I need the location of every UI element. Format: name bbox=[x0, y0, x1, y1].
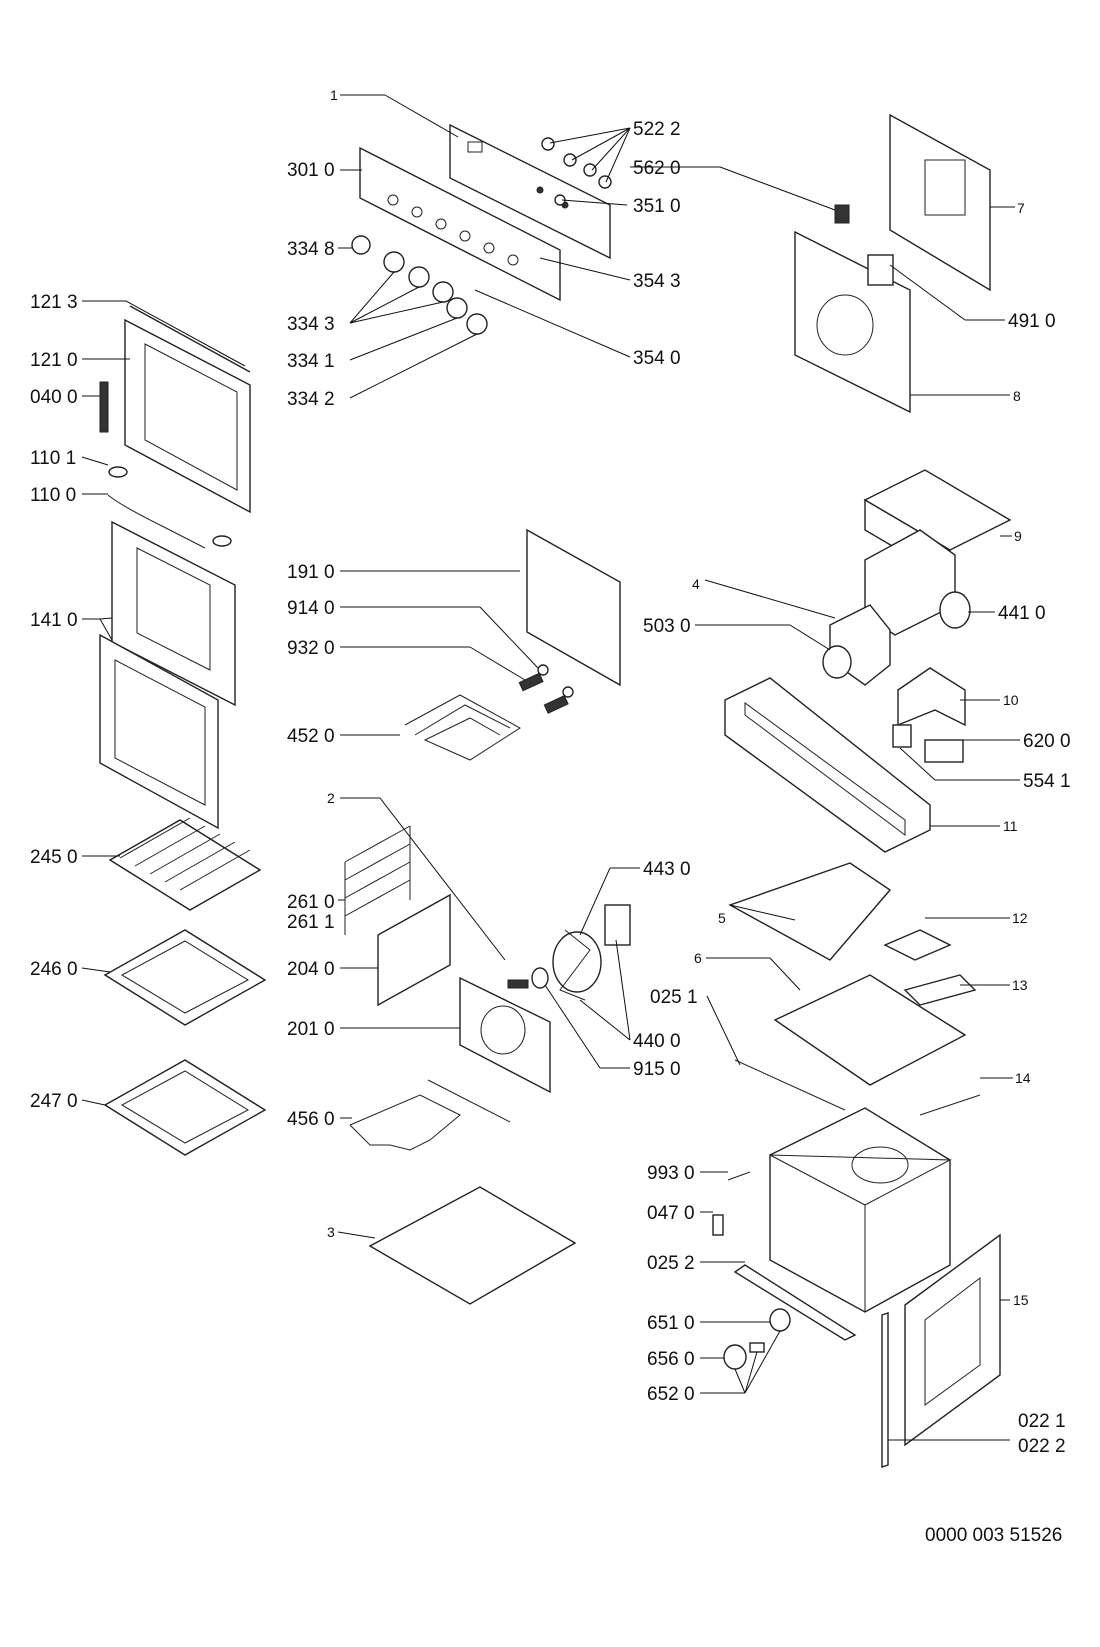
label-334-3: 334 3 bbox=[287, 314, 335, 335]
label-13: 13 bbox=[1012, 977, 1028, 993]
bottom-element bbox=[349, 1079, 511, 1151]
control-panel-frame bbox=[449, 123, 611, 260]
label-334-1: 334 1 bbox=[287, 351, 335, 372]
label-8: 8 bbox=[1013, 388, 1021, 404]
label-11: 11 bbox=[1003, 818, 1018, 834]
shelf-supports bbox=[344, 825, 411, 935]
oven-cavity bbox=[769, 1107, 952, 1313]
label-022-1: 022 1 bbox=[1018, 1411, 1066, 1432]
side-panel bbox=[904, 1233, 1001, 1447]
label-141-0: 141 0 bbox=[30, 610, 78, 631]
door-glass-panels bbox=[99, 520, 236, 830]
front-frame bbox=[724, 677, 931, 853]
terminal-bracket bbox=[897, 667, 966, 727]
cooling-duct bbox=[863, 469, 1012, 636]
switches bbox=[541, 137, 612, 206]
side-rail-lower bbox=[733, 1264, 857, 1341]
rear-panel bbox=[794, 204, 911, 414]
label-440-0: 440 0 bbox=[633, 1031, 681, 1052]
leader-lines bbox=[81, 94, 1020, 1441]
label-993-0: 993 0 bbox=[647, 1163, 695, 1184]
label-452-0: 452 0 bbox=[287, 726, 335, 747]
label-110-1: 110 1 bbox=[30, 448, 76, 469]
label-022-2: 022 2 bbox=[1018, 1436, 1066, 1457]
terminal-block bbox=[892, 724, 964, 763]
label-247-0: 247 0 bbox=[30, 1091, 78, 1112]
drip-pan bbox=[103, 1059, 267, 1156]
fan-cover bbox=[459, 976, 551, 1094]
document-code: 0000 003 51526 bbox=[925, 1525, 1062, 1546]
label-246-0: 246 0 bbox=[30, 959, 78, 980]
label-047-0: 047 0 bbox=[647, 1203, 695, 1224]
label-354-0: 354 0 bbox=[633, 348, 681, 369]
label-562-0: 562 0 bbox=[633, 158, 681, 179]
label-522-2: 522 2 bbox=[633, 119, 681, 140]
top-insulation-plate bbox=[728, 862, 892, 961]
label-9: 9 bbox=[1014, 528, 1022, 544]
side-rail-upper bbox=[734, 1059, 846, 1111]
label-503-0: 503 0 bbox=[643, 616, 691, 637]
label-651-0: 651 0 bbox=[647, 1313, 695, 1334]
top-cover-plate bbox=[773, 974, 967, 1086]
label-656-0: 656 0 bbox=[647, 1349, 695, 1370]
wire-shelf bbox=[108, 817, 262, 911]
label-354-3: 354 3 bbox=[633, 271, 681, 292]
label-12: 12 bbox=[1012, 910, 1028, 926]
convection-fan bbox=[531, 904, 631, 1001]
label-245-0: 245 0 bbox=[30, 847, 78, 868]
rear-cover bbox=[889, 113, 991, 292]
label-1: 1 bbox=[330, 87, 338, 103]
label-652-0: 652 0 bbox=[647, 1384, 695, 1405]
knobs bbox=[351, 235, 488, 335]
rod bbox=[919, 1094, 981, 1116]
label-441-0: 441 0 bbox=[998, 603, 1046, 624]
control-fascia bbox=[359, 146, 561, 302]
label-620-0: 620 0 bbox=[1023, 731, 1071, 752]
label-554-1: 554 1 bbox=[1023, 771, 1071, 792]
label-914-0: 914 0 bbox=[287, 598, 335, 619]
label-14: 14 bbox=[1015, 1070, 1031, 1086]
label-334-8: 334 8 bbox=[287, 239, 335, 260]
grill-element bbox=[404, 664, 574, 761]
label-15: 15 bbox=[1013, 1292, 1029, 1308]
label-025-2: 025 2 bbox=[647, 1253, 695, 1274]
label-915-0: 915 0 bbox=[633, 1059, 681, 1080]
label-261-1: 261 1 bbox=[287, 912, 335, 933]
label-10: 10 bbox=[1003, 692, 1019, 708]
light-cover-assembly bbox=[723, 1308, 791, 1370]
label-456-0: 456 0 bbox=[287, 1109, 335, 1130]
label-7: 7 bbox=[1017, 200, 1025, 216]
label-6: 6 bbox=[694, 950, 702, 966]
label-204-0: 204 0 bbox=[287, 959, 335, 980]
part-labels: 1 522 2 301 0 562 0 351 0 7 334 8 354 3 … bbox=[30, 87, 1071, 1457]
door-frame bbox=[99, 305, 251, 549]
label-191-0: 191 0 bbox=[287, 562, 335, 583]
label-351-0: 351 0 bbox=[633, 196, 681, 217]
label-121-3: 121 3 bbox=[30, 292, 78, 313]
label-261-0: 261 0 bbox=[287, 892, 335, 913]
side-liner bbox=[377, 893, 451, 1007]
hinge-parts bbox=[712, 1171, 751, 1236]
label-491-0: 491 0 bbox=[1008, 311, 1056, 332]
label-2: 2 bbox=[327, 790, 335, 806]
upper-brackets bbox=[883, 929, 977, 1006]
label-201-0: 201 0 bbox=[287, 1019, 335, 1040]
label-5: 5 bbox=[718, 910, 726, 926]
oven-lamp bbox=[822, 604, 891, 686]
oven-floor-panel bbox=[368, 1186, 577, 1305]
label-334-2: 334 2 bbox=[287, 389, 335, 410]
label-025-1: 025 1 bbox=[650, 987, 698, 1008]
label-040-0: 040 0 bbox=[30, 387, 78, 408]
label-4: 4 bbox=[692, 576, 700, 592]
label-932-0: 932 0 bbox=[287, 638, 335, 659]
label-301-0: 301 0 bbox=[287, 160, 335, 181]
door-seal bbox=[526, 528, 621, 687]
label-121-0: 121 0 bbox=[30, 350, 78, 371]
vertical-strip bbox=[881, 1312, 889, 1468]
label-3: 3 bbox=[327, 1224, 335, 1240]
label-443-0: 443 0 bbox=[643, 859, 691, 880]
label-110-0: 110 0 bbox=[30, 485, 76, 506]
baking-tray bbox=[103, 929, 267, 1026]
